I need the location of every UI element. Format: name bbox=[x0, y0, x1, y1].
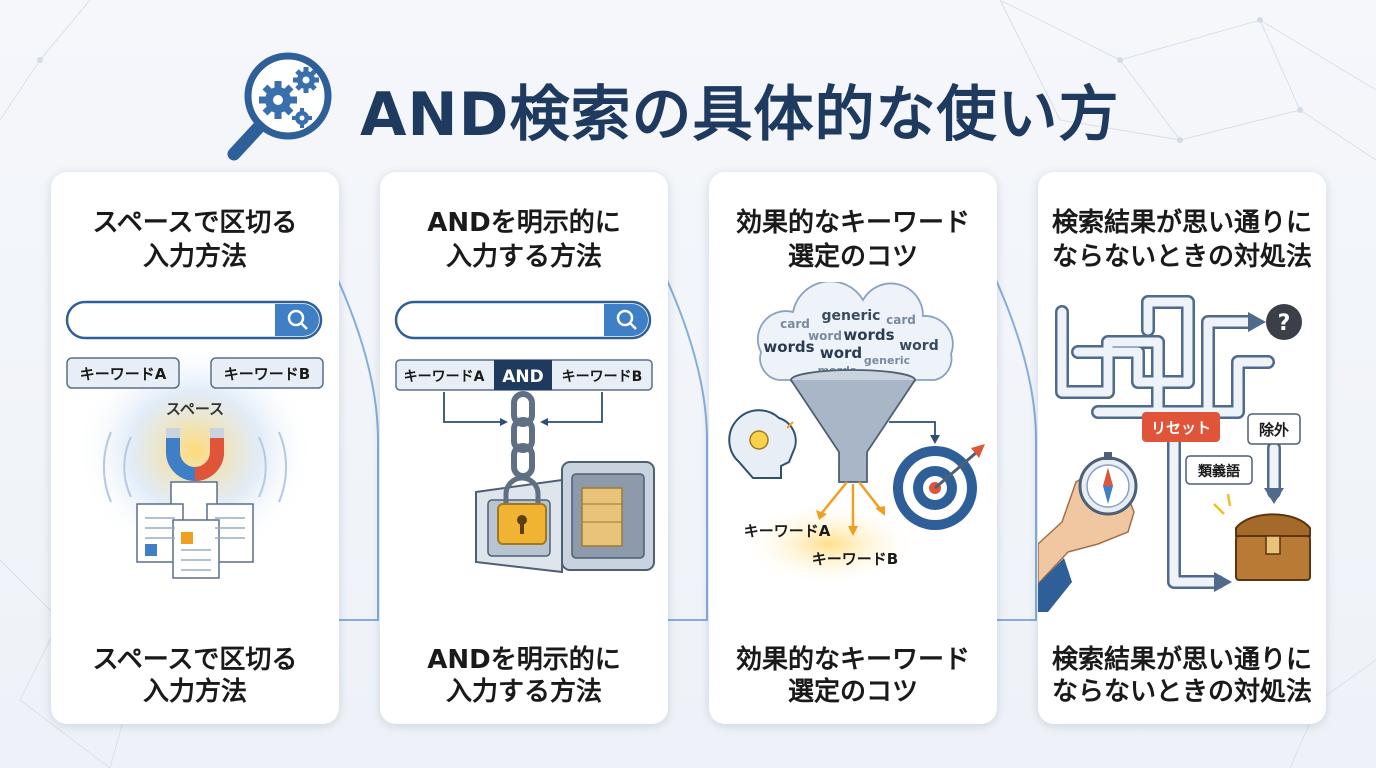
chain-icon bbox=[511, 391, 535, 479]
card-footer-line: 効果的なキーワード bbox=[735, 645, 970, 675]
card-title: スペースで区切る 入力方法 bbox=[51, 206, 339, 274]
card-footer-line: ANDを明示的に bbox=[427, 645, 621, 675]
cloud-word: generic bbox=[864, 354, 910, 367]
card-title: 検索結果が思い通りに ならないときの対処法 bbox=[1038, 206, 1326, 274]
keyword-b-chip: キーワードB bbox=[224, 365, 310, 383]
word-cloud-icon bbox=[756, 282, 954, 381]
card-title-line: 検索結果が思い通りに bbox=[1051, 208, 1312, 238]
card-footer-line: 選定のコツ bbox=[787, 677, 918, 707]
funnel-icon bbox=[790, 369, 916, 483]
maze-illustration: ? リセット 除外 類義語 bbox=[1038, 295, 1311, 612]
card-title: 効果的なキーワード 選定のコツ bbox=[709, 206, 997, 274]
cloud-word: word bbox=[808, 329, 842, 343]
cloud-word: card bbox=[780, 317, 810, 331]
exclude-label: 除外 bbox=[1259, 421, 1289, 439]
card-title-line: 入力する方法 bbox=[445, 242, 602, 272]
card-keyword-tips: 効果的なキーワード 選定のコツ generic card card word w… bbox=[709, 172, 997, 724]
synonym-label: 類義語 bbox=[1197, 463, 1240, 480]
question-mark-text: ? bbox=[1278, 311, 1291, 336]
keyword-b-chip: キーワードB bbox=[562, 369, 643, 385]
card-title-line: 選定のコツ bbox=[787, 242, 918, 272]
card-title-line: 効果的なキーワード bbox=[735, 208, 970, 238]
card-title-line: ANDを明示的に bbox=[427, 208, 621, 238]
and-search-illustration: キーワードA AND キーワードB bbox=[394, 300, 655, 574]
card-troubleshooting: 検索結果が思い通りに ならないときの対処法 ? bbox=[1038, 172, 1326, 724]
card-footer: スペースで区切る 入力方法 bbox=[51, 644, 339, 708]
magnet-icon bbox=[166, 428, 224, 481]
page-title: AND検索の具体的な使い方 bbox=[360, 80, 1120, 150]
reset-label: リセット bbox=[1151, 419, 1211, 437]
keyword-funnel-illustration: generic card card word words words word … bbox=[728, 282, 985, 586]
space-search-illustration: キーワードA キーワードB スペース bbox=[65, 300, 324, 579]
page-header: AND検索の具体的な使い方 bbox=[0, 20, 1376, 161]
card-title-line: スペースで区切る bbox=[92, 208, 298, 238]
card-connector bbox=[338, 279, 379, 621]
magnifier-gears-icon bbox=[227, 52, 332, 161]
hand-compass-icon bbox=[1038, 452, 1138, 612]
card-footer-line: ならないときの対処法 bbox=[1051, 677, 1312, 707]
card-title: ANDを明示的に 入力する方法 bbox=[380, 206, 668, 274]
space-label: スペース bbox=[166, 400, 224, 418]
cloud-word: words bbox=[763, 338, 814, 356]
search-bar bbox=[394, 300, 652, 340]
head-lightbulb-icon bbox=[728, 409, 797, 479]
padlock-icon bbox=[497, 475, 547, 545]
card-footer-line: スペースで区切る bbox=[92, 645, 298, 675]
cloud-word: card bbox=[886, 313, 916, 327]
cloud-word: word bbox=[899, 338, 938, 354]
card-footer-line: 入力する方法 bbox=[445, 677, 602, 707]
card-space-separated: スペースで区切る 入力方法 キーワードA キーワードB スペース bbox=[51, 172, 339, 724]
card-footer: 検索結果が思い通りに ならないときの対処法 bbox=[1038, 644, 1326, 708]
cloud-word: generic bbox=[822, 308, 881, 324]
card-connector bbox=[667, 279, 708, 621]
documents-icon bbox=[136, 481, 254, 579]
and-operator-chip: AND bbox=[502, 367, 544, 387]
cloud-word: words bbox=[843, 326, 894, 344]
keyword-a-label: キーワードA bbox=[744, 522, 831, 540]
card-title-line: 入力方法 bbox=[142, 242, 247, 272]
card-footer-line: 検索結果が思い通りに bbox=[1051, 645, 1312, 675]
card-footer: ANDを明示的に 入力する方法 bbox=[380, 644, 668, 708]
card-footer: 効果的なキーワード 選定のコツ bbox=[709, 644, 997, 708]
treasure-chest-icon bbox=[1213, 493, 1311, 581]
search-bar bbox=[65, 300, 323, 340]
keyword-a-chip: キーワードA bbox=[80, 365, 167, 383]
card-explicit-and: ANDを明示的に 入力する方法 キーワードA AND キーワードB bbox=[380, 172, 668, 724]
target-icon bbox=[893, 444, 985, 530]
question-mark-icon: ? bbox=[1266, 304, 1302, 340]
card-footer-line: 入力方法 bbox=[142, 677, 247, 707]
keyword-b-label: キーワードB bbox=[812, 550, 898, 568]
card-title-line: ならないときの対処法 bbox=[1051, 242, 1312, 272]
keyword-a-chip: キーワードA bbox=[404, 369, 485, 385]
card-connector bbox=[996, 279, 1037, 621]
cloud-word: word bbox=[820, 344, 862, 362]
